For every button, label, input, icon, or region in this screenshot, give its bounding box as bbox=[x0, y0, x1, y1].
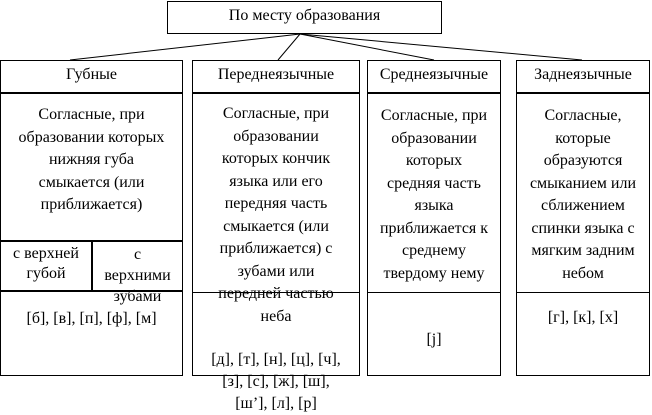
middle-description-box: Согласные, при образовании которых средн… bbox=[367, 93, 501, 293]
labial-sounds: [б], [в], [п], [ф], [м] bbox=[26, 310, 157, 327]
connector-line-back bbox=[299, 33, 583, 61]
middle-sounds: [j] bbox=[426, 331, 442, 348]
back-description: Согласные, которые образуются смыканием … bbox=[529, 107, 637, 282]
front-description: Согласные, при образовании которых кончи… bbox=[218, 105, 334, 325]
labial-sounds-box: [б], [в], [п], [ф], [м] bbox=[0, 291, 183, 376]
middle-header-box: Среднеязычные bbox=[367, 60, 501, 93]
middle-sounds-box: [j] bbox=[367, 293, 501, 376]
labial-subtype-upper-teeth-box: с верхними зубами bbox=[92, 241, 183, 305]
connector-line-middle bbox=[299, 33, 435, 61]
labial-description-box: Согласные, при образовании которых нижня… bbox=[0, 93, 183, 241]
front-description-box: Согласные, при образовании которых кончи… bbox=[192, 93, 360, 325]
labial-subtype-upper-lip-box: с верхней губой bbox=[0, 241, 92, 291]
connector-line-labial bbox=[69, 33, 301, 61]
back-header-box: Заднеязычные bbox=[516, 60, 650, 93]
root-box: По месту образования bbox=[167, 1, 442, 34]
front-sounds-box: [д], [т], [н], [ц], [ч], [з], [с], [ж], … bbox=[192, 293, 360, 412]
connector-line-front bbox=[277, 33, 301, 61]
front-header: Переднеязычные bbox=[217, 66, 335, 83]
back-description-box: Согласные, которые образуются смыканием … bbox=[516, 93, 650, 293]
middle-description: Согласные, при образовании которых средн… bbox=[379, 107, 489, 282]
back-header: Заднеязычные bbox=[534, 66, 632, 83]
root-title: По месту образования bbox=[228, 7, 381, 24]
labial-subtype-upper-lip: с верхней губой bbox=[13, 245, 79, 282]
back-sounds: [г], [к], [х] bbox=[547, 309, 619, 326]
back-sounds-box: [г], [к], [х] bbox=[516, 293, 650, 376]
front-sounds: [д], [т], [н], [ц], [ч], [з], [с], [ж], … bbox=[211, 351, 341, 412]
labial-subtype-upper-teeth: с верхними зубами bbox=[104, 246, 171, 305]
front-header-box: Переднеязычные bbox=[192, 60, 360, 93]
middle-header: Среднеязычные bbox=[379, 66, 489, 83]
labial-header: Губные bbox=[66, 66, 117, 83]
labial-description: Согласные, при образовании которых нижня… bbox=[18, 106, 165, 213]
labial-header-box: Губные bbox=[0, 60, 183, 93]
